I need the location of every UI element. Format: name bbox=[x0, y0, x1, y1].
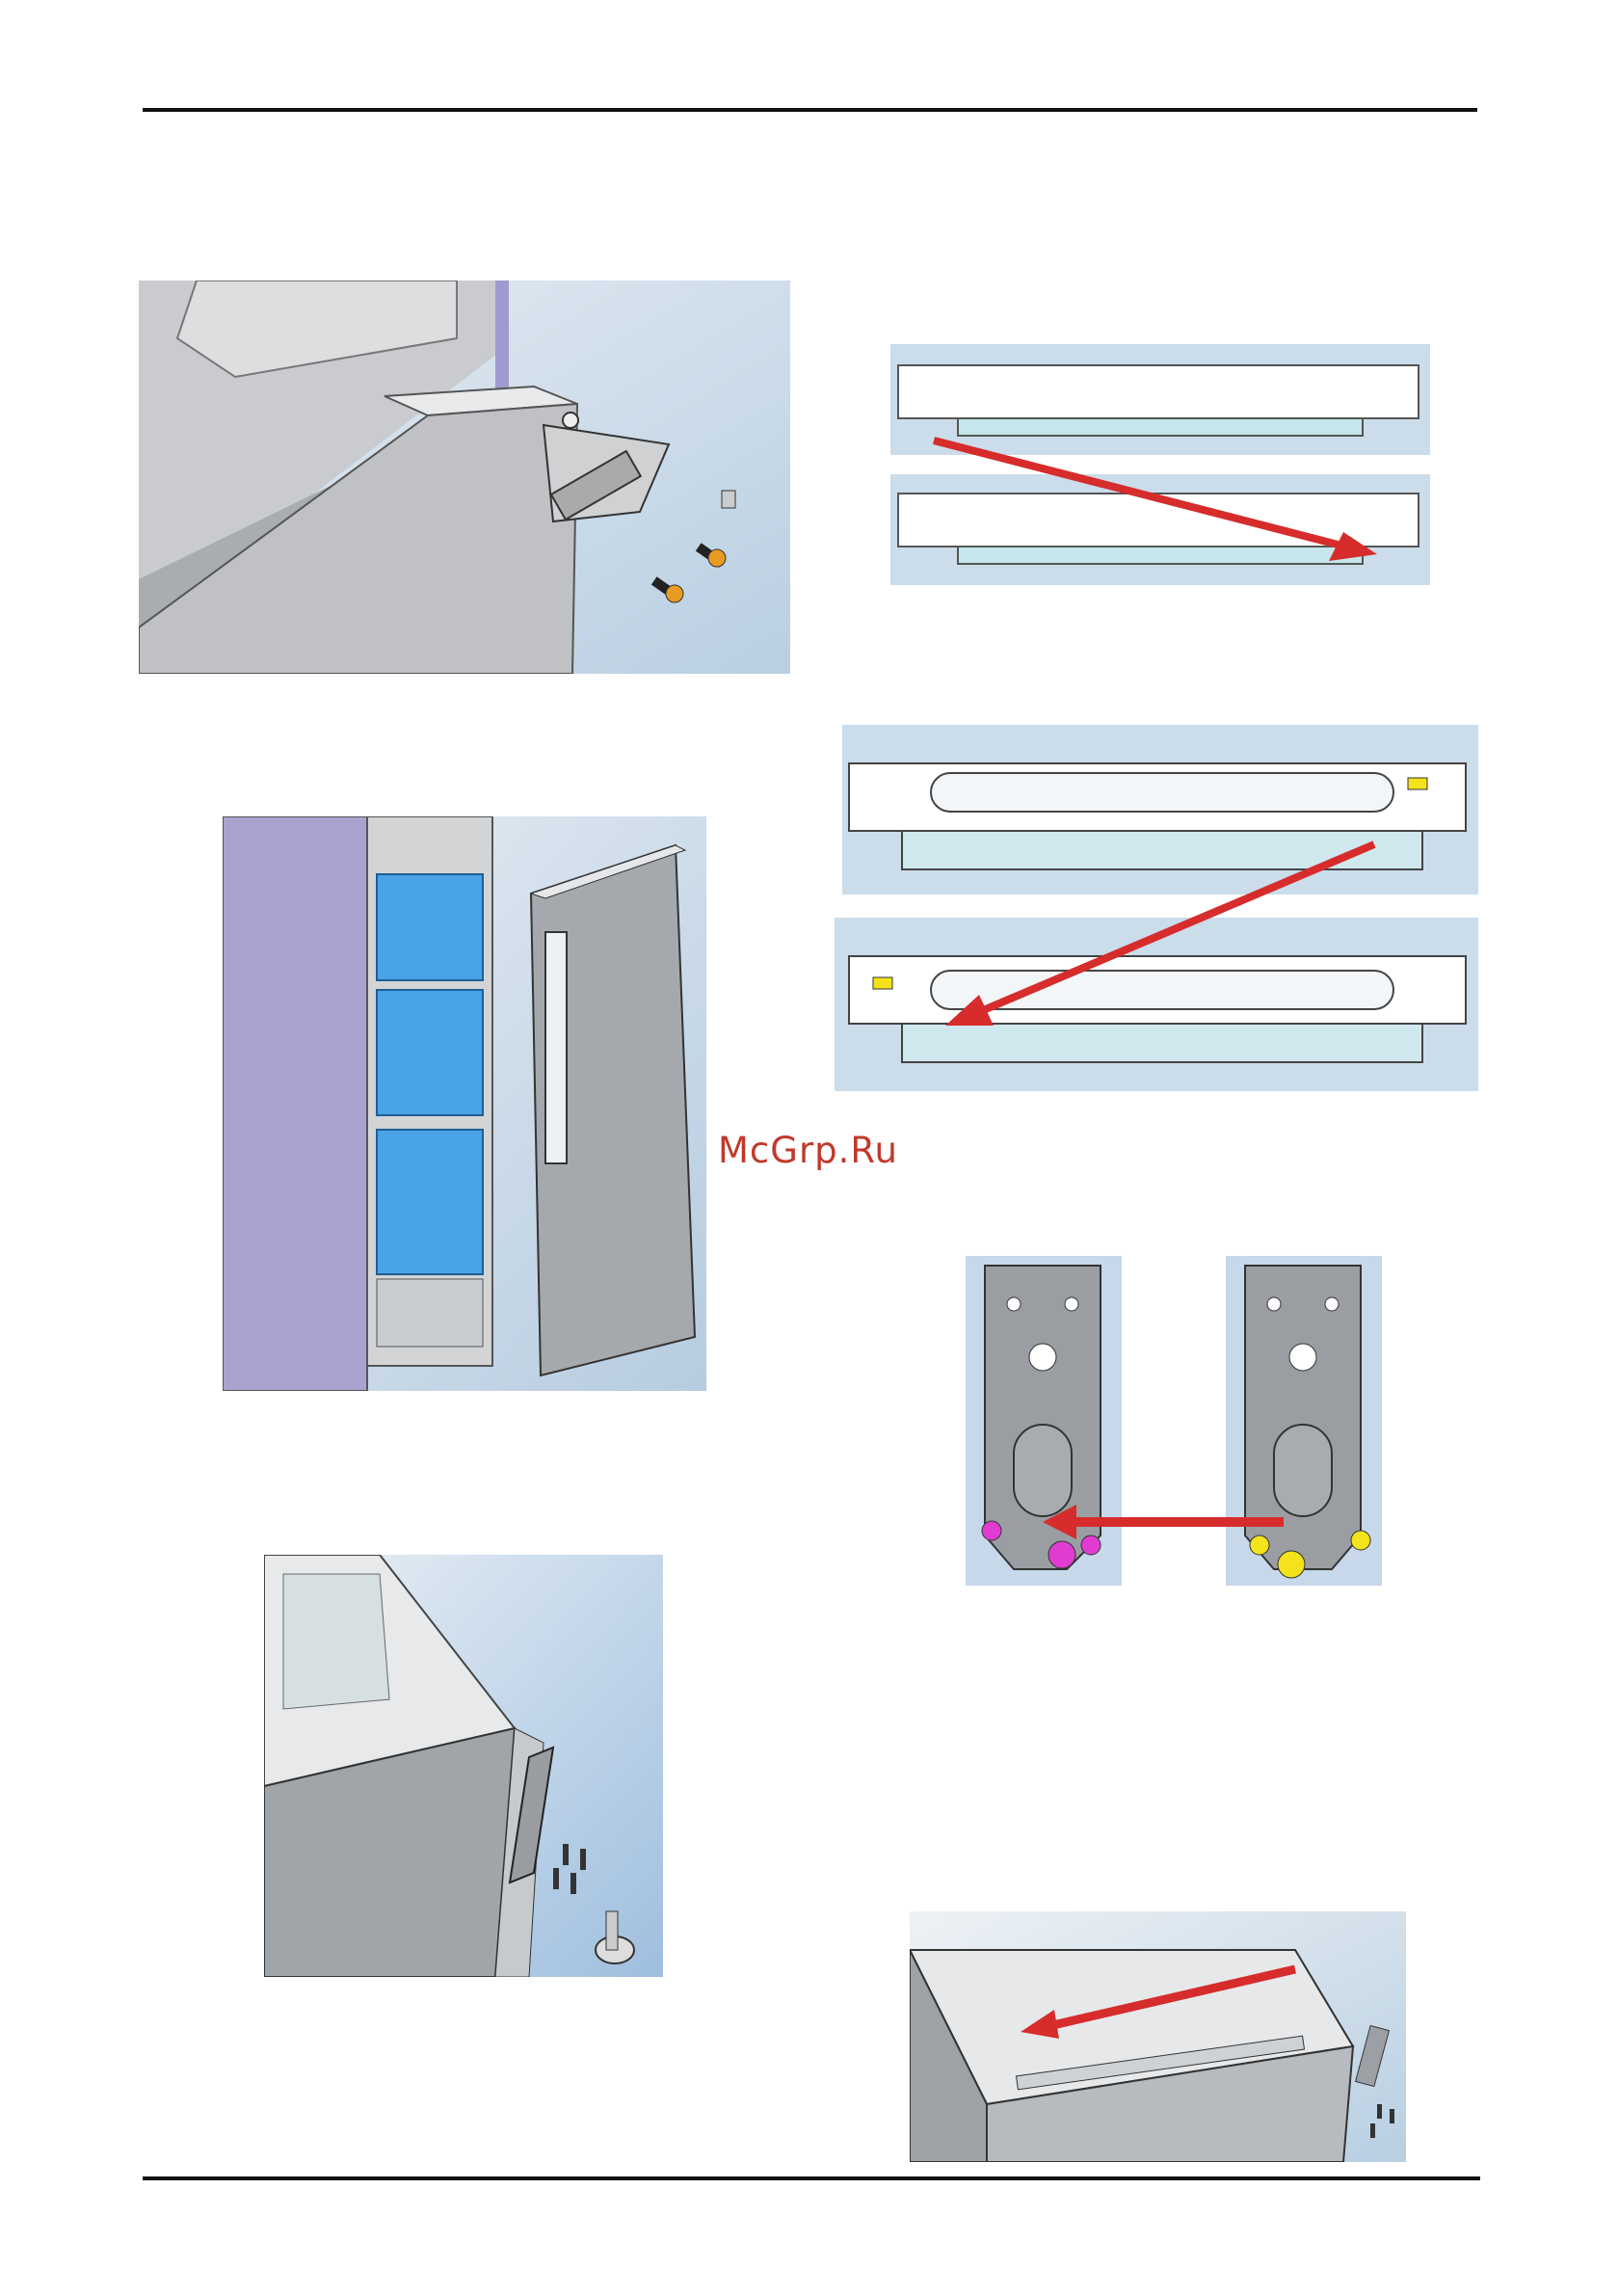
figure-cabinet-top-cover bbox=[910, 1911, 1406, 2162]
figure-door-top-panel-swap bbox=[890, 344, 1430, 585]
figure-hinge-bracket-move bbox=[966, 1256, 1382, 1586]
header-rule bbox=[143, 108, 1477, 112]
footer-rule bbox=[143, 2176, 1480, 2180]
figure-door-removed bbox=[223, 816, 706, 1391]
figure-hinge-install bbox=[264, 1555, 663, 1977]
figure-hinge-removal bbox=[139, 280, 790, 674]
figure-door-top-hinge-swap bbox=[835, 725, 1478, 1091]
watermark: McGrp.Ru bbox=[718, 1130, 898, 1171]
